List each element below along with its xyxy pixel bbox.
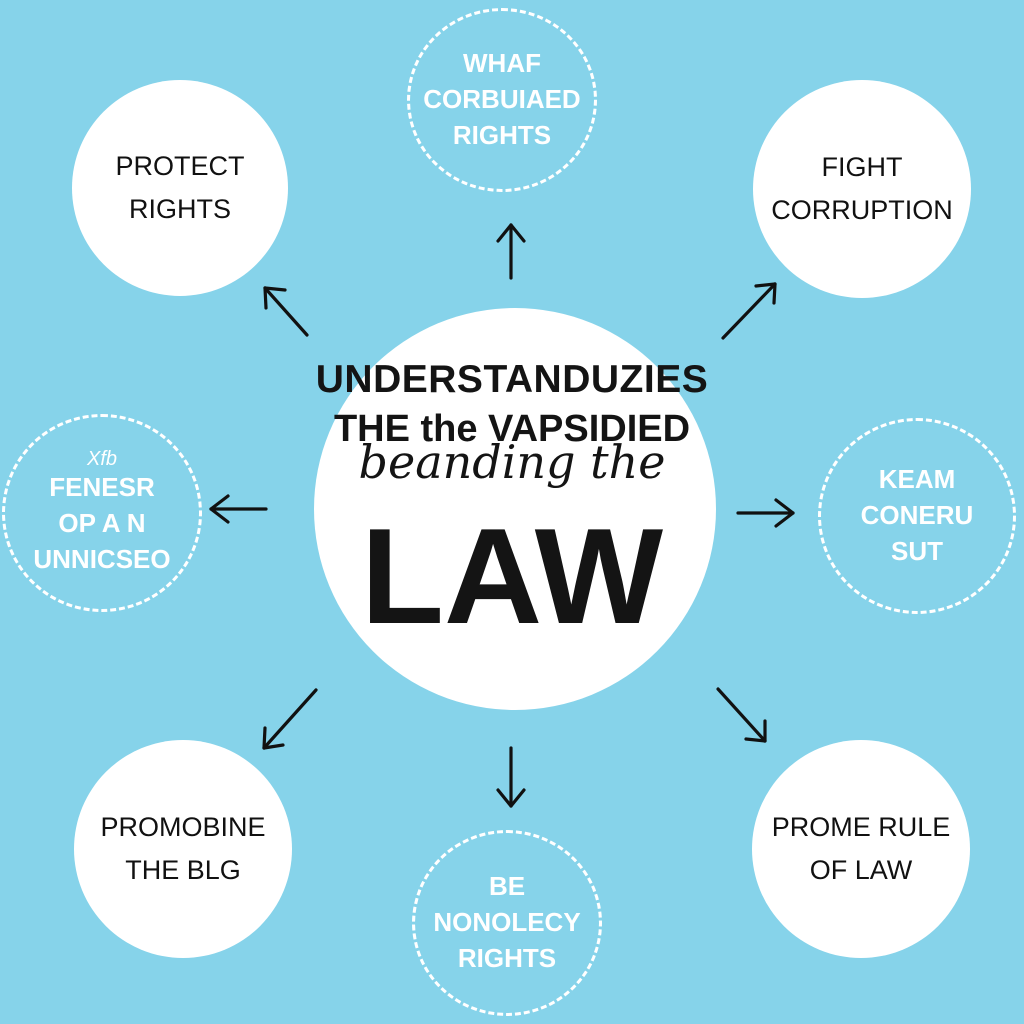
node-label-line: PROMOBINE (100, 811, 266, 842)
node-bottom: BE NONOLECY RIGHTS (412, 830, 602, 1016)
node-top-left: PROTECT RIGHTS (72, 80, 288, 296)
node-bottom-right: PROME RULE OF LAW (752, 740, 970, 958)
center-title-line-1: UNDERSTANDUZIES (315, 358, 709, 401)
node-label-line: RIGHTS (457, 942, 557, 973)
node-label-line: CORBUIAED (423, 84, 581, 115)
node-top-right: FIGHT CORRUPTION (753, 80, 971, 298)
arrow-to-bottom (496, 746, 526, 808)
node-label-line: CONERU (860, 500, 974, 531)
node-label-line: THE BLG (125, 855, 241, 885)
arrow-to-left (209, 494, 268, 524)
arrow-to-top-right (721, 282, 777, 340)
center-main-title: LAW (360, 500, 664, 652)
node-label-line: FIGHT (821, 151, 903, 182)
arrow-to-top-left (263, 286, 309, 337)
node-label-line: CORRUPTION (771, 195, 953, 225)
center-circle (314, 308, 716, 710)
node-right: KEAM CONERU SUT (818, 418, 1016, 614)
node-label-line: OF LAW (809, 855, 913, 885)
node-label-line: NONOLECY (433, 907, 581, 938)
node-label-line: Xfb (86, 448, 118, 471)
node-top: WHAF CORBUIAED RIGHTS (407, 8, 597, 192)
node-bottom-left: PROMOBINE THE BLG (74, 740, 292, 958)
node-label-line: FENESR (49, 472, 155, 503)
center-title-line-2: THE the VAPSIDIED (333, 408, 691, 450)
node-label-line: PROME RULE (771, 811, 951, 842)
arrow-to-bottom-left (262, 688, 318, 750)
node-label-line: RIGHTS (128, 194, 231, 224)
center-script-line: beanding the (358, 435, 666, 489)
node-label-line: OP A N (58, 508, 146, 539)
node-label-line: BE (488, 871, 526, 902)
node-label-line: UNNICSEO (33, 543, 171, 574)
node-label-line: WHAF (463, 48, 541, 79)
node-label-line: PROTECT (115, 150, 245, 181)
node-label-line: RIGHTS (452, 119, 552, 150)
arrow-to-top (496, 223, 526, 280)
arrow-to-right (736, 498, 795, 528)
node-label-line: KEAM (878, 464, 956, 495)
arrow-to-bottom-right (716, 687, 767, 743)
node-label-line: SUT (890, 535, 943, 566)
